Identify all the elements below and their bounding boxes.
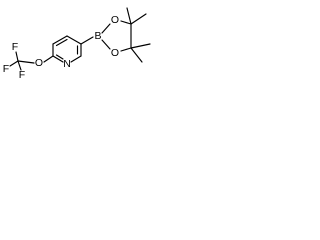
bond-c5-b bbox=[80, 36, 94, 45]
bond-o-lower-cq2 bbox=[120, 47, 132, 52]
chemical-structure: F F F O N B O O bbox=[0, 0, 158, 91]
bond-c6-n bbox=[70, 55, 82, 63]
bond-cq1-methyl-right bbox=[130, 13, 147, 25]
atom-f-left: F bbox=[3, 63, 9, 75]
bond-o-c2 bbox=[43, 55, 54, 63]
bond-o-upper-cq1 bbox=[120, 20, 132, 25]
atom-f-bottom: F bbox=[19, 69, 25, 81]
bond-c3-c4-inner bbox=[55, 38, 68, 47]
bond-cf3-f-top bbox=[15, 51, 19, 62]
bond-n-c2-inner bbox=[55, 54, 64, 60]
bond-cf3-f-left bbox=[9, 60, 19, 67]
bond-b-o-lower bbox=[101, 39, 111, 50]
bond-c4-c5 bbox=[66, 35, 82, 45]
bond-n-c2 bbox=[52, 55, 64, 63]
bond-c3-c4 bbox=[52, 35, 68, 45]
atom-f-top: F bbox=[12, 41, 18, 53]
bond-cq2-methyl-down bbox=[130, 47, 143, 63]
bond-cq2-methyl-right bbox=[130, 43, 151, 49]
atom-label-layer: F F F O N B O O bbox=[3, 14, 119, 81]
bond-cf3-o bbox=[17, 60, 35, 64]
atom-o-ether: O bbox=[35, 57, 43, 69]
atom-o-upper: O bbox=[111, 14, 119, 26]
bond-cq1-methyl-up bbox=[126, 7, 132, 25]
atom-o-lower: O bbox=[111, 47, 119, 59]
bond-layer bbox=[9, 7, 151, 71]
bond-cf3-f-bottom bbox=[17, 60, 22, 71]
bond-b-o-upper bbox=[101, 23, 111, 34]
atom-boron: B bbox=[94, 30, 101, 42]
atom-n-ring: N bbox=[63, 58, 71, 70]
